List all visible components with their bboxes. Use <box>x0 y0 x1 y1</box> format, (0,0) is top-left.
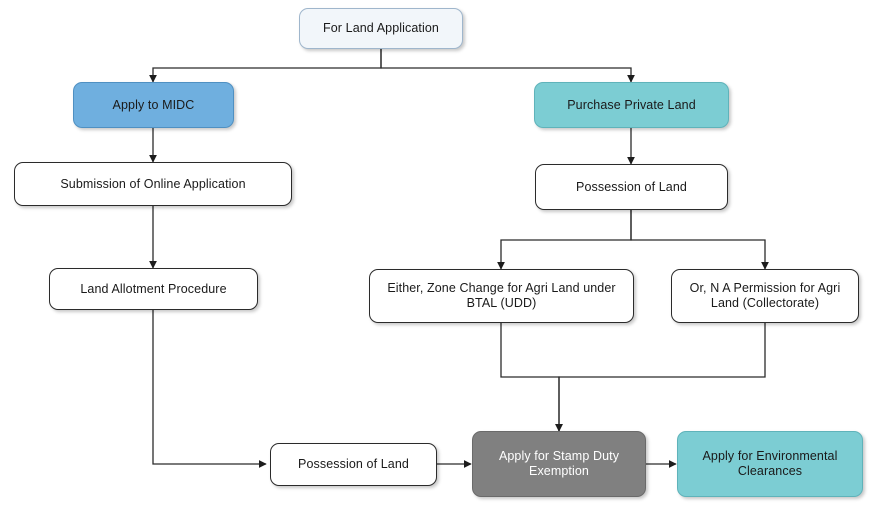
edge-possession1-to-zonechange <box>497 210 632 270</box>
node-apply-for-environmental-clearances[interactable]: Apply for Environmental Clearances <box>677 431 863 497</box>
edge-start-to-midc <box>149 49 382 83</box>
node-label: Apply to MIDC <box>112 97 195 112</box>
node-label: Or, N A Permission for Agri Land (Collec… <box>689 281 841 310</box>
node-zone-change-btal[interactable]: Either, Zone Change for Agri Land under … <box>369 269 634 323</box>
node-purchase-private-land[interactable]: Purchase Private Land <box>534 82 729 128</box>
edge-start-to-purchase <box>380 49 635 83</box>
node-apply-to-midc[interactable]: Apply to MIDC <box>73 82 234 128</box>
node-label: Purchase Private Land <box>567 97 696 112</box>
node-label: Possession of Land <box>576 179 687 194</box>
node-submission-of-online-application[interactable]: Submission of Online Application <box>14 162 292 206</box>
node-possession-of-land-bottom[interactable]: Possession of Land <box>270 443 437 486</box>
node-label: For Land Application <box>323 21 439 35</box>
node-label: Apply for Environmental Clearances <box>702 449 838 478</box>
edge-napermission-to-stampduty <box>555 323 766 432</box>
node-possession-of-land-right[interactable]: Possession of Land <box>535 164 728 210</box>
edge-zonechange-to-stampduty <box>500 323 563 432</box>
node-label: Land Allotment Procedure <box>80 281 227 296</box>
node-na-permission-collectorate[interactable]: Or, N A Permission for Agri Land (Collec… <box>671 269 859 323</box>
node-for-land-application[interactable]: For Land Application <box>299 8 463 49</box>
edge-allotment-to-possession2 <box>152 310 267 468</box>
node-apply-for-stamp-duty-exemption[interactable]: Apply for Stamp Duty Exemption <box>472 431 646 497</box>
node-label: Possession of Land <box>298 457 409 471</box>
node-label: Apply for Stamp Duty Exemption <box>498 449 620 478</box>
node-land-allotment-procedure[interactable]: Land Allotment Procedure <box>49 268 258 310</box>
edge-possession1-to-napermission <box>630 210 769 270</box>
node-label: Submission of Online Application <box>60 176 246 191</box>
node-label: Either, Zone Change for Agri Land under … <box>387 281 616 310</box>
